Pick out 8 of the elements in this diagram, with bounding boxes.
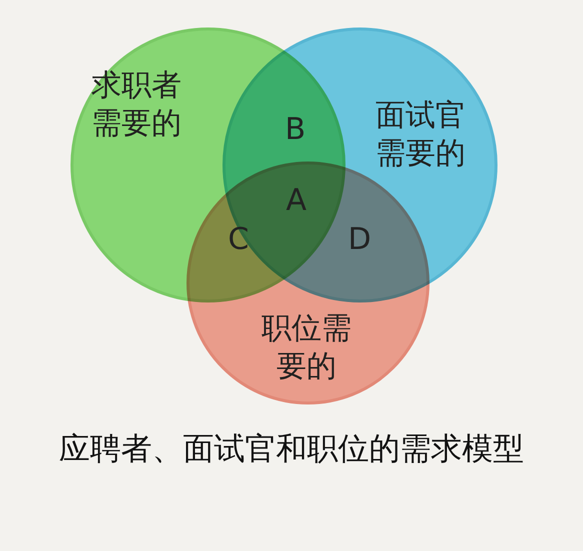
region-letter: C <box>228 222 249 257</box>
region-letter: D <box>348 222 372 257</box>
region-letter: B <box>285 112 306 147</box>
circle-label: 面试官需要的 <box>374 97 466 173</box>
region-letter: A <box>286 183 307 218</box>
circle-label: 求职者需要的 <box>90 67 182 143</box>
caption: 应聘者、面试官和职位的需求模型 <box>58 430 525 469</box>
circle-label: 职位需要的 <box>260 310 352 386</box>
